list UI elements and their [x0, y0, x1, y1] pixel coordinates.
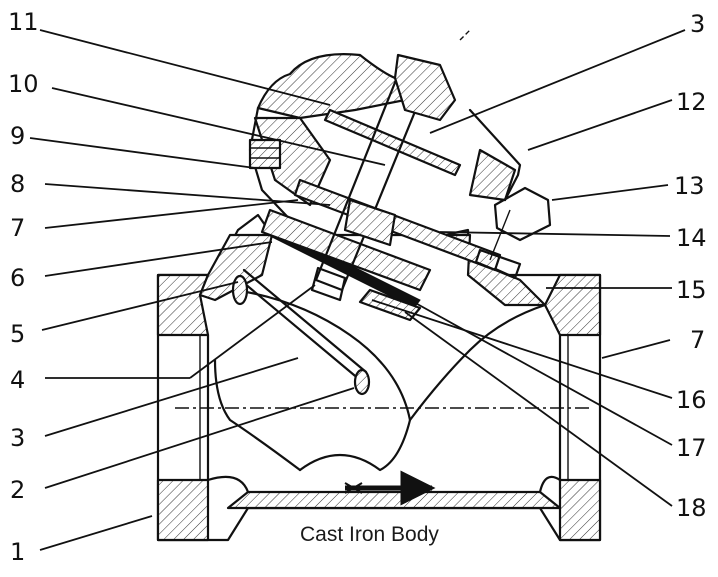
- callout-15: 15: [676, 276, 707, 304]
- callout-4: 4: [10, 366, 25, 394]
- callout-16: 16: [676, 386, 707, 414]
- callout-7-left: 7: [10, 214, 25, 242]
- callout-8: 8: [10, 170, 25, 198]
- callout-18: 18: [676, 494, 707, 522]
- valve-body: [156, 213, 602, 542]
- stem-assembly: [310, 29, 552, 302]
- callout-7-right: 7: [690, 326, 705, 354]
- callouts-left: 11 10 9 8 7 6 5 4 3 2 1: [8, 8, 39, 566]
- callouts-right: 3 12 13 14 15 7 16 17 18: [674, 10, 707, 522]
- callout-5: 5: [10, 320, 25, 348]
- left-flange-top-section: [156, 273, 210, 337]
- callout-3-right: 3: [690, 10, 705, 38]
- callout-14: 14: [676, 224, 707, 252]
- callout-11: 11: [8, 8, 39, 36]
- callout-10: 10: [8, 70, 39, 98]
- callout-9: 9: [10, 122, 25, 150]
- callout-17: 17: [676, 434, 707, 462]
- left-flange-bottom-section: [156, 478, 210, 542]
- leader-lines-left: [29, 29, 386, 551]
- right-flange-top-section: [543, 273, 602, 337]
- callout-6: 6: [10, 264, 25, 292]
- callout-12: 12: [676, 88, 707, 116]
- flow-direction-arrow: [344, 470, 436, 506]
- callout-3-left: 3: [10, 424, 25, 452]
- body-material-caption: Cast Iron Body: [300, 523, 439, 546]
- callout-1: 1: [10, 538, 25, 566]
- callout-13: 13: [674, 172, 705, 200]
- right-flange-bottom-section: [558, 478, 602, 542]
- callout-2: 2: [10, 476, 25, 504]
- leader-lines-right: [371, 29, 686, 507]
- diaphragm-assembly: [231, 108, 502, 396]
